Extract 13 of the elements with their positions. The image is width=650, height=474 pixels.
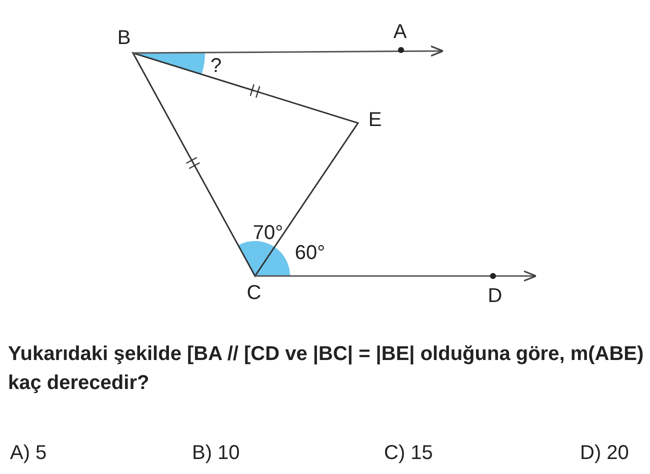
answer-option: C) 15 [384,443,433,463]
point-label: A [393,22,407,42]
point-label: C [246,283,262,303]
angle-label: 60° [294,243,326,263]
angle-mark-label: ? [210,56,222,76]
point-label: E [368,110,382,130]
angle-label: 70° [252,223,284,243]
point-label: B [117,28,131,48]
answer-option: A) 5 [10,443,47,463]
answer-option: D) 20 [580,443,629,463]
question-text: Yukarıdaki şekilde [BA // [CD ve |BC| = |BE| olduğuna göre, m(ABE) kaç derecedir? [8,342,645,396]
answer-option: B) 10 [192,443,240,463]
point-label: D [488,286,502,306]
